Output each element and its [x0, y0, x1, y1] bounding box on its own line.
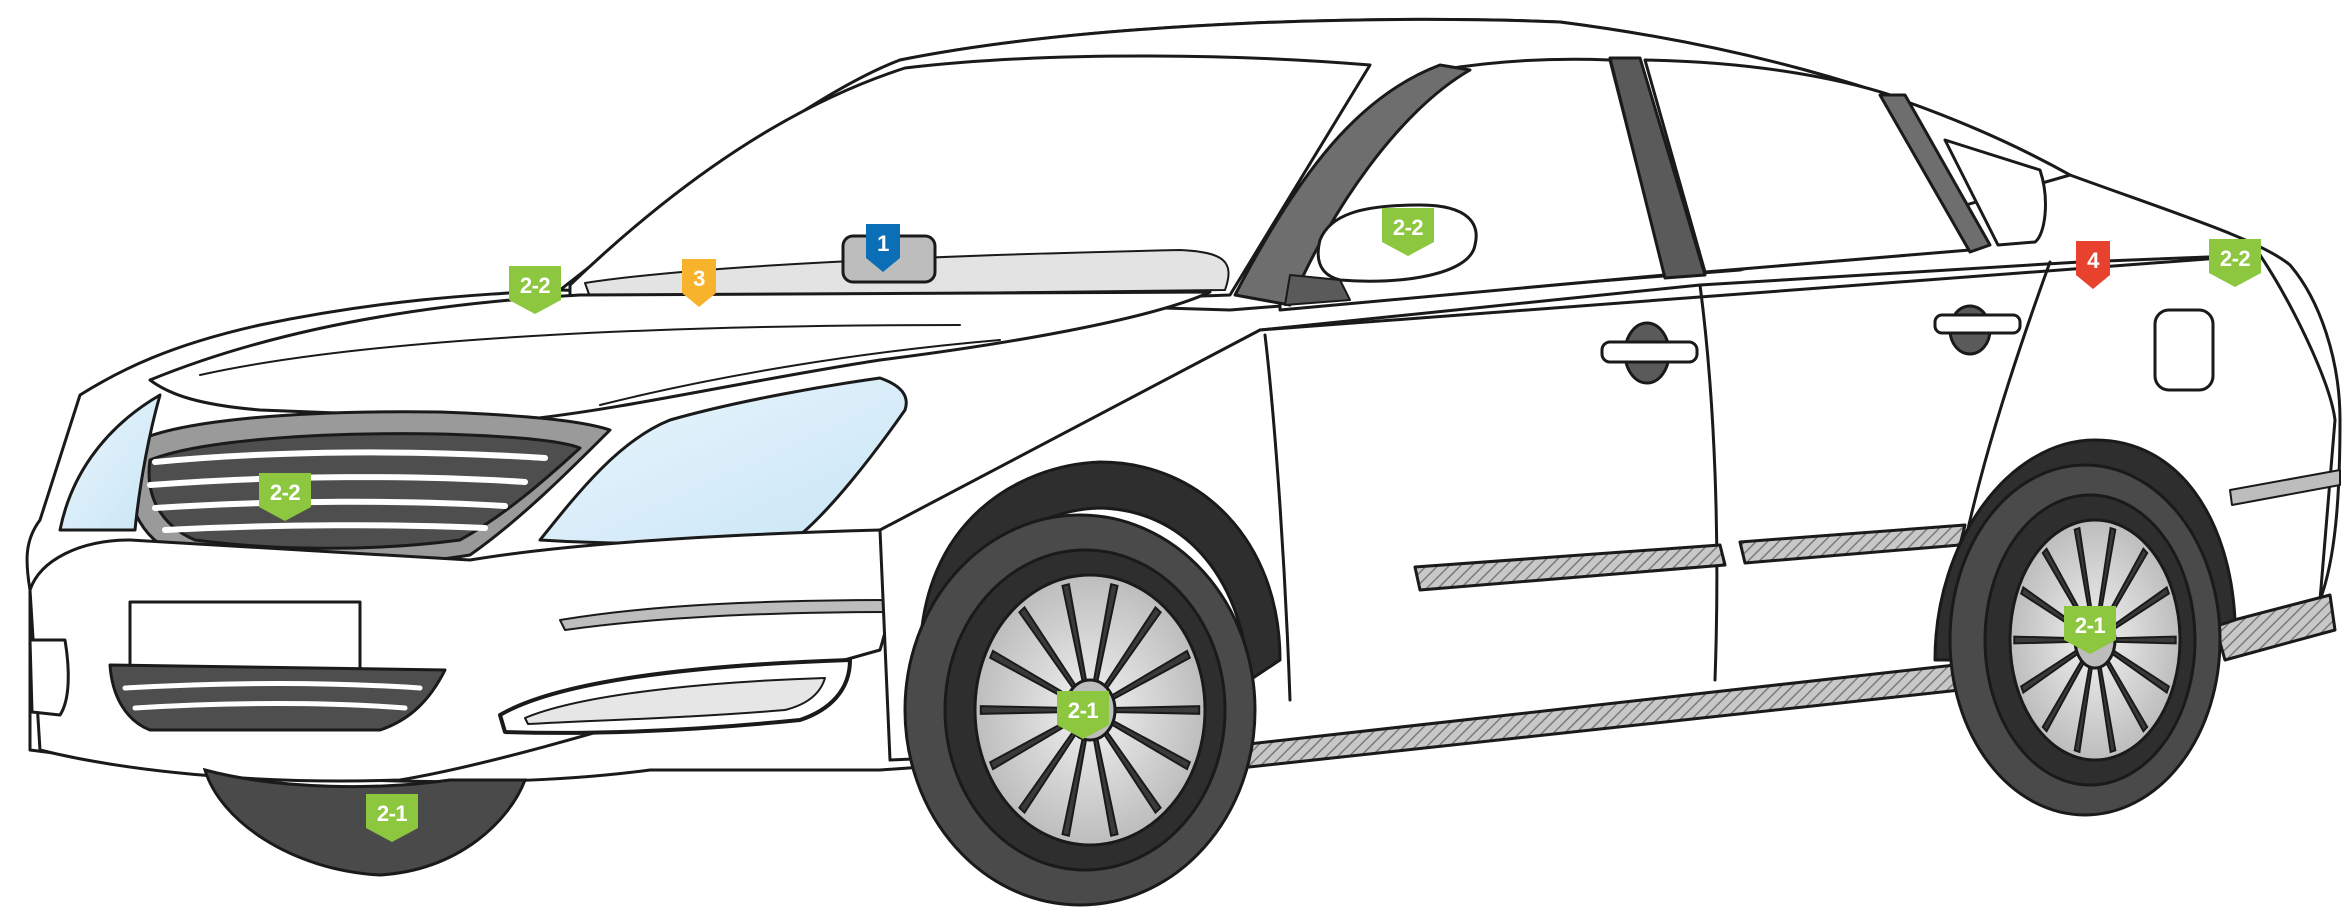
- marker-side-mirror: 2-2: [1382, 208, 1434, 256]
- marker-label: 2-2: [1382, 208, 1434, 248]
- side-mirror-base: [1285, 275, 1350, 305]
- marker-label: 1: [866, 224, 900, 264]
- front-left-vent: [30, 640, 68, 715]
- marker-label: 2-1: [2064, 606, 2116, 646]
- marker-label: 2-2: [509, 266, 561, 306]
- wheel-spoke: [1115, 706, 1199, 714]
- marker-label: 2-1: [366, 794, 418, 834]
- marker-hood-left: 2-2: [509, 266, 561, 314]
- marker-label: 2-1: [1057, 691, 1109, 731]
- marker-front-right-wheel: 2-1: [1057, 691, 1109, 739]
- marker-label: 2-2: [2209, 239, 2261, 279]
- license-plate: [130, 602, 360, 672]
- marker-label: 3: [682, 259, 716, 299]
- wheel-spoke: [981, 706, 1065, 714]
- marker-rear-quarter-line: 4: [2076, 241, 2110, 289]
- marker-mirror-sensor: 1: [866, 224, 900, 272]
- fuel-door: [2155, 310, 2213, 390]
- front-left-wheel-partial: [205, 770, 525, 875]
- marker-rear-wheel: 2-1: [2064, 606, 2116, 654]
- marker-front-left-tire: 2-1: [366, 794, 418, 842]
- marker-label: 4: [2076, 241, 2110, 281]
- lower-grille: [110, 665, 445, 730]
- marker-grille: 2-2: [259, 473, 311, 521]
- marker-label: 2-2: [259, 473, 311, 513]
- marker-rear-deck: 2-2: [2209, 239, 2261, 287]
- marker-windshield-cowl: 3: [682, 259, 716, 307]
- wheel-spoke: [2114, 637, 2176, 644]
